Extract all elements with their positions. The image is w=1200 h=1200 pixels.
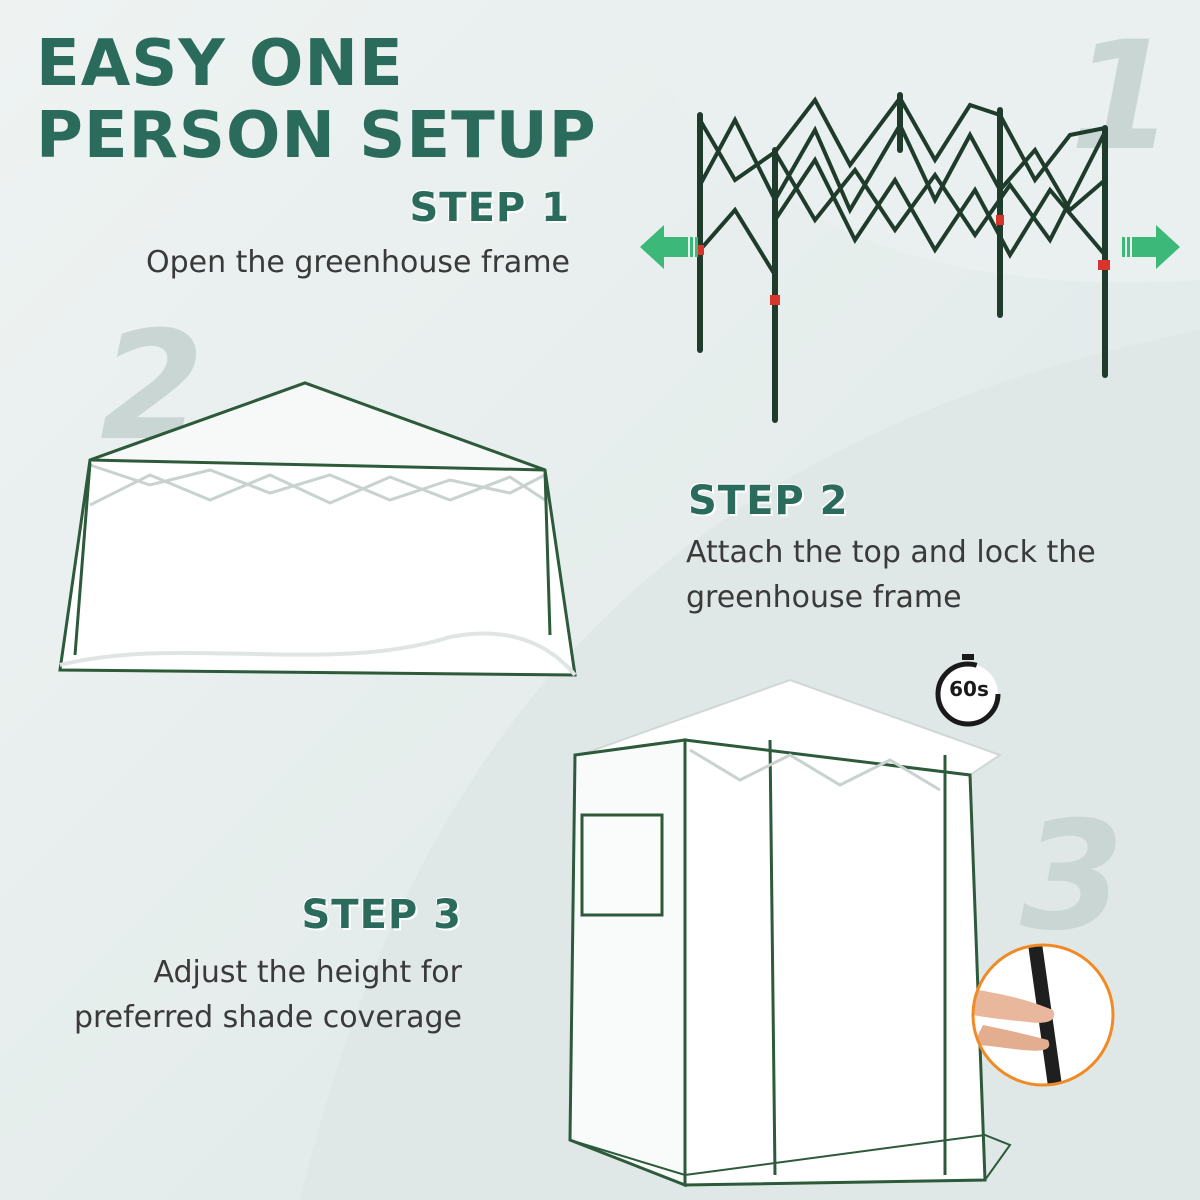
arrow-left-icon	[640, 225, 698, 269]
greenhouse-frame-image	[696, 92, 1110, 423]
step-1-number: 1	[1070, 10, 1175, 184]
height-adjust-detail-image	[971, 943, 1115, 1087]
page-title: EASY ONE PERSON SETUP	[36, 27, 597, 173]
step-3-number: 3	[1020, 790, 1125, 964]
greenhouse-cover-image	[58, 381, 577, 677]
step-1-heading: STEP 1	[409, 185, 570, 231]
step-2-description: Attach the top and lock the greenhouse f…	[686, 535, 1096, 615]
greenhouse-finished-image	[568, 678, 1012, 1188]
timer-label: 60s	[949, 677, 989, 701]
step-3-description: Adjust the height for preferred shade co…	[73, 955, 462, 1035]
arrow-right-icon	[1122, 225, 1180, 269]
step-2-heading: STEP 2	[688, 478, 849, 524]
step-3-heading: STEP 3	[301, 892, 462, 938]
step-1-description: Open the greenhouse frame	[145, 245, 570, 280]
timer-icon	[935, 654, 1001, 727]
